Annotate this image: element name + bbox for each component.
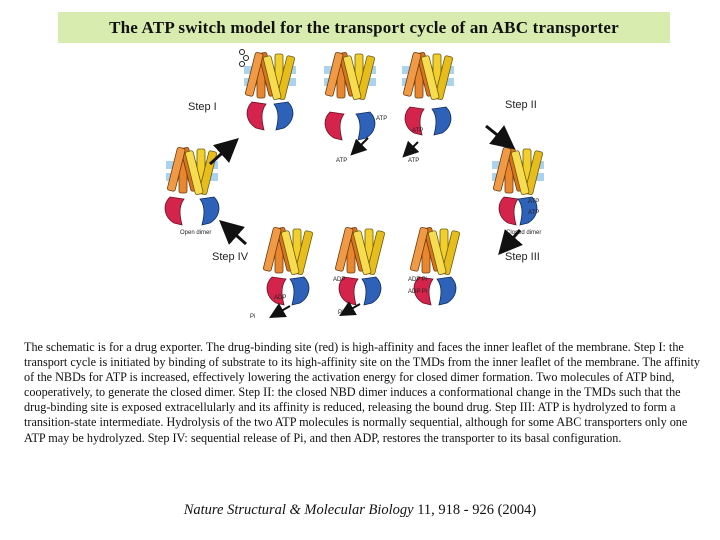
atp-label: ATP [376,116,387,122]
step-1-label: Step I [188,101,217,113]
atp-switch-diagram: Step I Step II Step III Step IV ATP ATP … [150,46,560,324]
adp-pi-label: ADP Pi [408,289,427,295]
step-4-label: Step IV [212,251,249,263]
page-title: The ATP switch model for the transport c… [109,18,619,38]
atp-label: ATP [528,199,539,205]
transporter-state [263,227,313,305]
step-3-label: Step III [505,251,540,263]
transporter-state [165,147,219,225]
adp-label: ADP [274,295,286,301]
pi-label: Pi [338,310,343,316]
citation-details: 11, 918 - 926 (2004) [414,502,537,518]
atp-label: ATP [528,210,539,216]
atp-label: ATP [336,158,347,164]
transporter-state [244,52,296,130]
adp-pi-label: ADP Pi [408,277,427,283]
closed-dimer-label: Closed dimer [506,230,541,236]
atp-label: ATP [412,128,423,134]
citation: Nature Structural & Molecular Biology 11… [0,502,720,519]
step-2-label: Step II [505,99,537,111]
transporter-state [324,52,376,140]
title-bar: The ATP switch model for the transport c… [58,12,670,43]
open-dimer-label: Open dimer [180,230,211,236]
transporter-state [402,52,454,135]
figure-caption: The schematic is for a drug exporter. Th… [24,340,704,446]
journal-name: Nature Structural & Molecular Biology [184,502,414,518]
drug-substrate-icon [240,50,249,67]
pi-label: Pi [250,314,255,320]
atp-label: ATP [408,158,419,164]
transporter-state [335,227,385,305]
adp-label: ADP [333,277,345,283]
cycle-arrows [210,126,520,246]
